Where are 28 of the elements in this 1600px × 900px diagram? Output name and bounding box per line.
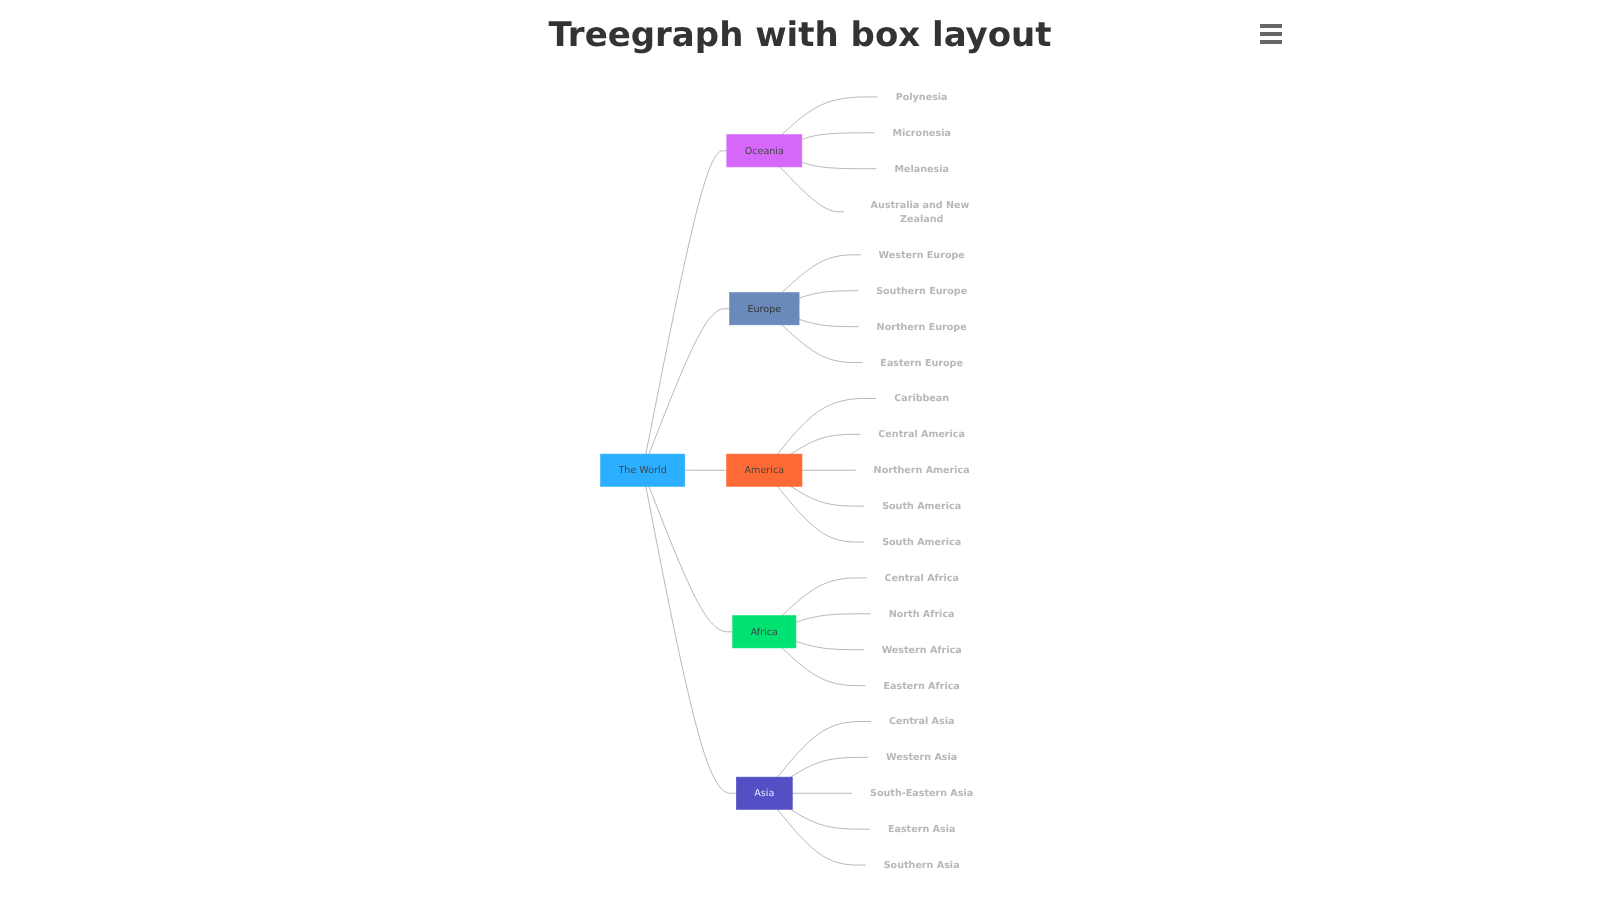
connector [781, 96, 879, 135]
connector [790, 486, 865, 507]
connector [645, 486, 737, 794]
connector [790, 809, 871, 830]
connector [777, 721, 872, 778]
connector [779, 166, 845, 213]
connector [792, 792, 853, 794]
connector [648, 486, 733, 633]
connector [648, 308, 730, 455]
connector [795, 641, 864, 650]
connector [781, 577, 867, 616]
connector [781, 254, 861, 293]
connector [795, 613, 872, 623]
connector [801, 132, 875, 140]
connector [777, 398, 877, 455]
connector [645, 150, 728, 455]
connector [790, 757, 869, 778]
connector [798, 290, 859, 299]
connector [798, 319, 859, 327]
connector [781, 647, 866, 686]
chart-title: Treegraph with box layout [548, 16, 1052, 56]
connector [801, 469, 856, 471]
connector [801, 161, 877, 170]
connector [684, 469, 727, 471]
connector [781, 324, 863, 363]
connector [777, 809, 867, 866]
connector [790, 434, 861, 455]
connector [777, 486, 865, 543]
